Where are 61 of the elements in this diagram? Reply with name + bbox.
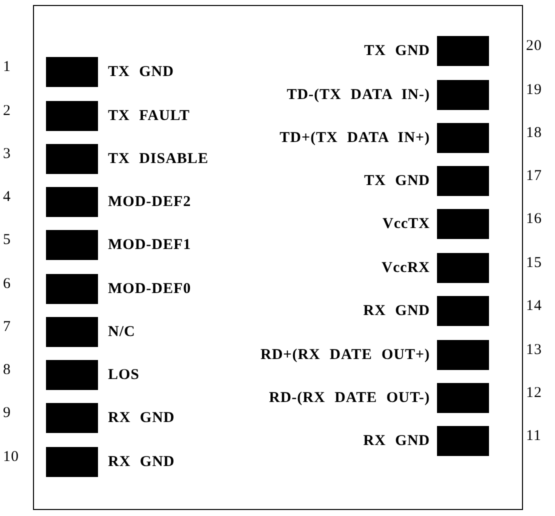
contact-pad (46, 317, 98, 347)
contact-pad (437, 36, 489, 66)
pin-label: RX GND (108, 453, 175, 471)
contact-pad (46, 144, 98, 174)
pin-number: 18 (526, 124, 542, 142)
pin-number: 10 (3, 448, 19, 466)
pin-label: MOD-DEF1 (108, 236, 192, 254)
pin-number: 16 (526, 210, 542, 228)
pin-label: TX FAULT (108, 107, 190, 125)
pin-number: 7 (3, 318, 11, 336)
contact-pad (46, 101, 98, 131)
contact-pad (437, 296, 489, 326)
contact-pad (437, 123, 489, 153)
pin-label: RX GND (108, 409, 175, 427)
pin-number: 12 (526, 384, 542, 402)
pin-label: VccTX (382, 215, 430, 233)
contact-pad (437, 426, 489, 456)
pin-number: 14 (526, 297, 542, 315)
contact-pad (46, 57, 98, 87)
pin-number: 9 (3, 404, 11, 422)
pin-label: TX DISABLE (108, 150, 208, 168)
pin-label: TX GND (108, 63, 174, 81)
contact-pad (46, 403, 98, 433)
pin-label: TD+(TX DATA IN+) (280, 129, 430, 147)
pin-number: 13 (526, 341, 542, 359)
pin-number: 6 (3, 275, 11, 293)
pin-number: 17 (526, 167, 542, 185)
pin-label: RX GND (363, 302, 430, 320)
contact-pad (437, 253, 489, 283)
contact-pad (46, 360, 98, 390)
pin-label: RX GND (363, 432, 430, 450)
pin-number: 2 (3, 102, 11, 120)
pin-number: 5 (3, 231, 11, 249)
pin-number: 8 (3, 361, 11, 379)
pin-number: 20 (526, 37, 542, 55)
pin-number: 15 (526, 254, 542, 272)
pin-label: VccRX (382, 259, 430, 277)
contact-pad (46, 447, 98, 477)
contact-pad (437, 209, 489, 239)
contact-pad (437, 340, 489, 370)
pin-label: LOS (108, 366, 140, 384)
pin-number: 19 (526, 81, 542, 99)
contact-pad (437, 80, 489, 110)
pin-label: RD-(RX DATE OUT-) (269, 389, 430, 407)
pin-number: 3 (3, 145, 11, 163)
pin-label: TX GND (364, 172, 430, 190)
pin-label: TD-(TX DATA IN-) (286, 86, 430, 104)
pin-label: MOD-DEF0 (108, 280, 192, 298)
pin-number: 4 (3, 188, 11, 206)
contact-pad (46, 274, 98, 304)
pin-label: MOD-DEF2 (108, 193, 192, 211)
contact-pad (437, 383, 489, 413)
pin-label: RD+(RX DATE OUT+) (260, 346, 430, 364)
contact-pad (46, 230, 98, 260)
pin-number: 1 (3, 58, 11, 76)
pin-number: 11 (526, 427, 542, 445)
pin-label: TX GND (364, 42, 430, 60)
pin-label: N/C (108, 323, 136, 341)
contact-pad (46, 187, 98, 217)
module-outline (33, 5, 523, 510)
contact-pad (437, 166, 489, 196)
